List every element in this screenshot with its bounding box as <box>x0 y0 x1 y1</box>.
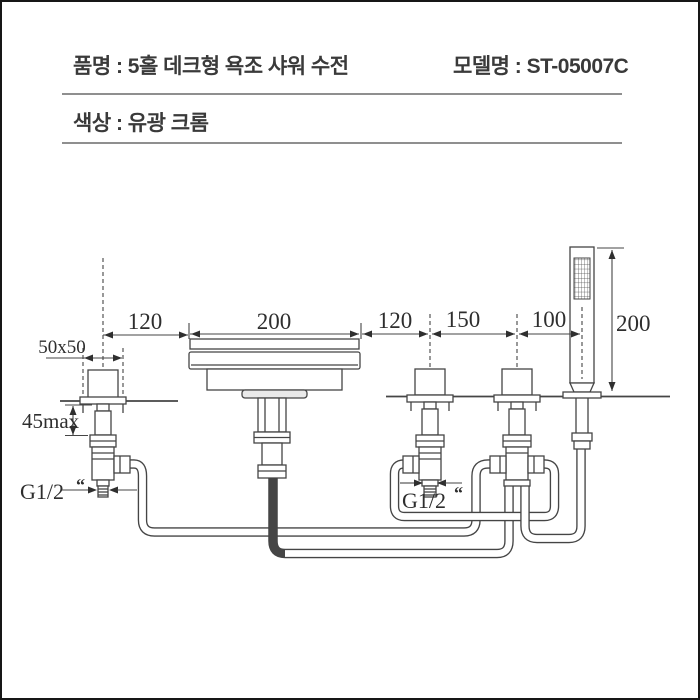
svg-text:200: 200 <box>616 311 651 336</box>
svg-text:G1/2: G1/2 <box>20 479 64 504</box>
diverter-valve-group <box>489 314 545 487</box>
dimension-valve-spacing: 150 <box>432 307 515 338</box>
svg-text:45max: 45max <box>22 409 80 433</box>
dimension-thread-right: G1/2 “ <box>400 479 463 513</box>
diverter-right-port <box>527 455 545 474</box>
model-name-label: 모델명 : ST-05007C <box>453 55 629 78</box>
svg-text:200: 200 <box>257 309 292 334</box>
left-valve-handle <box>87 369 119 399</box>
right-valve-group <box>402 314 454 498</box>
svg-text:100: 100 <box>532 307 567 332</box>
dimension-offset-left: 120 <box>103 309 190 339</box>
dimension-shower-height: 200 <box>597 247 651 391</box>
dimension-offset-right: 120 <box>362 308 428 338</box>
svg-text:50x50: 50x50 <box>38 337 86 358</box>
header-divider-1 <box>62 93 622 95</box>
dimension-shower-offset: 100 <box>519 307 580 338</box>
tub-spout-group <box>188 338 361 479</box>
svg-text:120: 120 <box>378 308 413 333</box>
right-valve-handle <box>414 368 446 396</box>
spout-escutcheon <box>241 389 308 399</box>
svg-text:120: 120 <box>128 309 163 334</box>
left-valve-side-port <box>113 455 131 474</box>
svg-text:“: “ <box>454 483 463 503</box>
diverter-handle <box>501 368 533 396</box>
hand-shower-base <box>562 391 602 399</box>
dimension-50x50: 50x50 <box>38 337 122 362</box>
color-label: 색상 : 유광 크롬 <box>73 112 209 135</box>
diverter-left-port <box>489 455 507 474</box>
hand-shower-spray-face <box>573 257 591 300</box>
product-name-label: 품명 : 5홀 데크형 욕조 샤워 수전 <box>73 55 349 78</box>
svg-text:“: “ <box>76 475 85 495</box>
svg-text:150: 150 <box>446 307 481 332</box>
hand-shower-group <box>562 246 602 450</box>
header-divider-2 <box>62 142 622 144</box>
supply-hoses-group <box>130 447 586 559</box>
dimension-spout-width: 200 <box>190 309 362 339</box>
right-valve-side-port <box>402 455 420 474</box>
left-valve-group <box>79 258 131 498</box>
svg-text:G1/2: G1/2 <box>402 488 446 513</box>
dimension-thread-left: G1/2 “ <box>20 475 137 504</box>
dimension-deck-max: 45max <box>22 404 92 437</box>
